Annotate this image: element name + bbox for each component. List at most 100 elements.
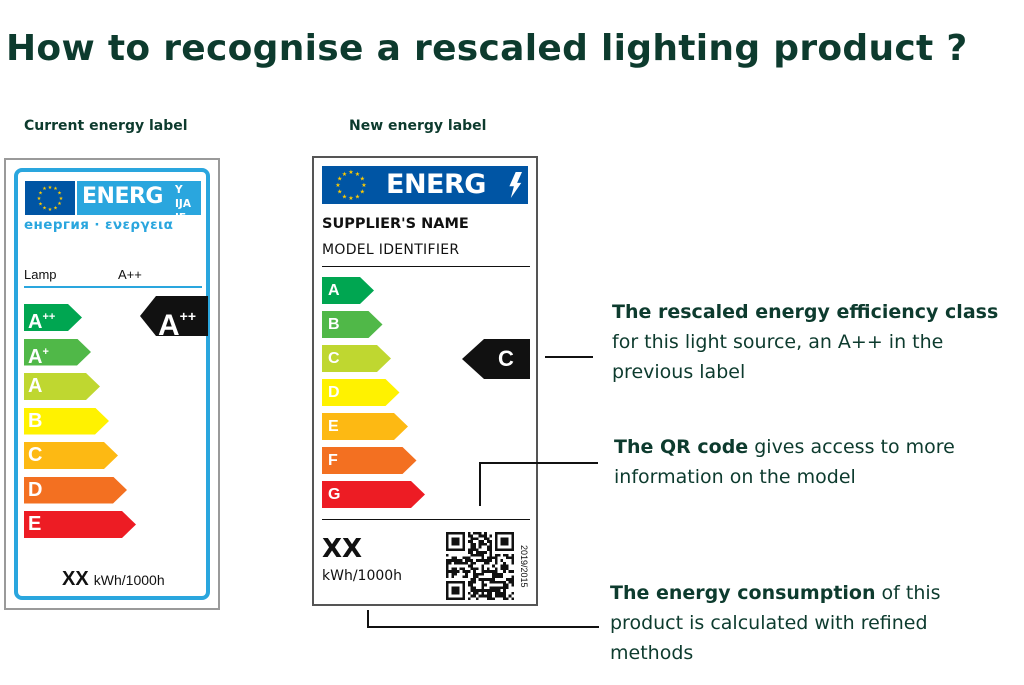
qr-module xyxy=(503,583,506,587)
qr-module xyxy=(454,570,457,573)
qr-module xyxy=(465,570,468,573)
qr-module xyxy=(470,586,474,590)
qr-module xyxy=(456,570,460,573)
qr-module xyxy=(467,532,471,535)
eu-star-icon: ★ xyxy=(335,182,340,189)
qr-module xyxy=(492,572,495,576)
qr-module xyxy=(473,537,476,541)
current-label-class-indicator: A++ xyxy=(140,296,208,336)
qr-module xyxy=(481,578,485,581)
new-class-bar: F xyxy=(322,447,417,474)
consumption-callout: The energy consumption of this product i… xyxy=(610,578,1010,668)
qr-module xyxy=(511,580,514,584)
qr-module xyxy=(486,559,490,562)
qr-module xyxy=(494,561,498,565)
qr-module xyxy=(497,580,501,584)
consumption-connector-line-vertical xyxy=(367,610,369,628)
qr-module xyxy=(473,570,476,573)
qr-module xyxy=(481,589,485,592)
qr-module xyxy=(484,559,487,562)
qr-module xyxy=(470,548,474,552)
new-class-bar: A xyxy=(322,277,374,304)
new-label-heading: New energy label xyxy=(349,118,487,134)
current-class-bar: C xyxy=(24,442,118,469)
qr-module xyxy=(475,532,479,535)
qr-module xyxy=(481,570,485,573)
qr-module xyxy=(486,561,490,565)
qr-module xyxy=(465,572,468,576)
qr-module xyxy=(459,567,463,571)
qr-code-icon[interactable] xyxy=(446,532,514,600)
qr-module xyxy=(481,564,485,568)
qr-module xyxy=(489,540,493,543)
qr-module xyxy=(454,559,457,562)
new-label-class-indicator: C xyxy=(462,339,530,379)
qr-module xyxy=(470,594,474,598)
current-consumption-unit: kWh/1000h xyxy=(93,572,165,588)
qr-module xyxy=(470,561,474,565)
eu-star-icon: ★ xyxy=(53,186,58,192)
qr-module xyxy=(500,591,504,595)
qr-module xyxy=(500,575,504,579)
qr-module xyxy=(503,561,506,565)
efficiency-connector-line xyxy=(545,356,593,358)
qr-module xyxy=(481,551,485,554)
regulation-number: 2019/2015 xyxy=(516,545,532,588)
qr-module xyxy=(503,564,506,568)
qr-module xyxy=(478,540,482,543)
qr-module xyxy=(508,594,512,598)
qr-module xyxy=(484,542,487,546)
qr-module xyxy=(467,591,471,595)
qr-connector-line-horizontal xyxy=(479,462,598,464)
qr-module xyxy=(451,537,460,546)
qr-module xyxy=(481,586,485,590)
qr-module xyxy=(456,559,460,562)
qr-module xyxy=(446,572,449,576)
current-indicator-sup: ++ xyxy=(179,308,197,324)
qr-module xyxy=(511,559,514,562)
qr-module xyxy=(497,594,501,598)
qr-module xyxy=(473,561,476,565)
qr-module xyxy=(511,561,514,565)
qr-module xyxy=(486,567,490,571)
qr-module xyxy=(467,559,471,562)
qr-module xyxy=(497,589,501,592)
qr-module xyxy=(489,559,493,562)
qr-module xyxy=(467,548,471,552)
qr-module xyxy=(508,578,512,581)
qr-module xyxy=(467,564,471,568)
qr-module xyxy=(500,580,504,584)
qr-module xyxy=(511,570,514,573)
new-class-bar: D xyxy=(322,379,400,406)
qr-module xyxy=(470,559,474,562)
current-class-sup: + xyxy=(42,345,49,358)
qr-module xyxy=(473,575,476,579)
current-class-letter: C xyxy=(28,444,43,466)
eu-star-icon: ★ xyxy=(38,201,43,207)
qr-module xyxy=(484,551,487,554)
qr-module xyxy=(505,564,509,568)
qr-module xyxy=(489,578,493,581)
qr-module xyxy=(481,567,485,571)
qr-module xyxy=(473,594,476,598)
qr-module xyxy=(494,556,498,560)
qr-module xyxy=(492,578,495,581)
eu-star-icon: ★ xyxy=(360,189,365,196)
qr-module xyxy=(465,561,468,565)
qr-module xyxy=(446,564,449,568)
qr-module xyxy=(462,567,466,571)
qr-module xyxy=(448,559,452,562)
qr-module xyxy=(505,556,509,560)
qr-module xyxy=(486,540,490,543)
current-class-letter: D xyxy=(28,478,43,501)
qr-module xyxy=(481,556,485,560)
qr-module xyxy=(486,545,490,549)
new-class-bar: G xyxy=(322,481,425,508)
qr-module xyxy=(446,553,449,557)
current-class-bar: A xyxy=(24,373,100,400)
qr-module xyxy=(484,583,487,587)
qr-module xyxy=(475,537,479,541)
qr-module xyxy=(484,589,487,592)
qr-module xyxy=(467,556,471,560)
